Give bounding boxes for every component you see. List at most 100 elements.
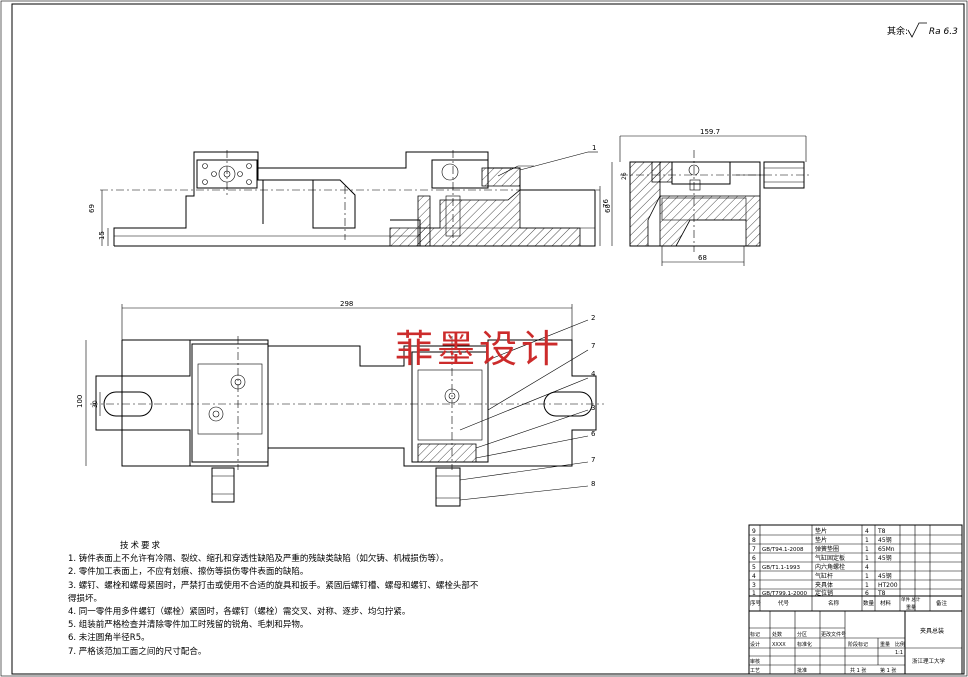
note-line: 7. 严格该范加工面之间的尺寸配合。 bbox=[68, 646, 207, 657]
bom-no: 7 bbox=[752, 546, 756, 553]
bom-name: 弹簧垫圈 bbox=[815, 545, 839, 553]
tb-count: 处数 bbox=[772, 631, 782, 638]
bom-code: GB/T799.1-2000 bbox=[762, 591, 807, 597]
tb-standard: 标准化 bbox=[797, 641, 812, 648]
balloon-2: 2 bbox=[591, 314, 595, 322]
balloon-7a: 7 bbox=[591, 342, 595, 350]
bom-no: 4 bbox=[752, 573, 756, 580]
dim-top-298: 298 bbox=[340, 300, 353, 308]
note-line: 2. 零件加工表面上，不应有划痕、擦伤等损伤零件表面的缺陷。 bbox=[68, 567, 309, 578]
dim-front-69: 69 bbox=[88, 204, 96, 213]
note-line: 6. 未注圆角半径R5。 bbox=[68, 633, 150, 644]
bom-header-qty: 数量 bbox=[863, 599, 875, 607]
tb-scale-label: 比例 bbox=[895, 641, 905, 648]
bom-mat: 45钢 bbox=[878, 554, 892, 562]
bom-table-lines bbox=[748, 524, 963, 612]
dim-side-26: 26 bbox=[621, 172, 628, 180]
bom-qty: 1 bbox=[865, 573, 869, 580]
dim-top-30: 30 bbox=[92, 400, 99, 408]
tb-approve: 批准 bbox=[797, 667, 807, 674]
bom-mat: 45钢 bbox=[878, 572, 892, 580]
bom-qty: 1 bbox=[865, 555, 869, 562]
tb-check: 审核 bbox=[750, 658, 760, 665]
tb-process: 工艺 bbox=[750, 668, 760, 674]
side-view bbox=[611, 135, 812, 266]
tb-change: 更改文件号 bbox=[821, 631, 846, 638]
roughness-symbol-icon bbox=[907, 22, 927, 38]
bom-no: 5 bbox=[752, 564, 756, 571]
tb-design-code: XXXX bbox=[772, 642, 786, 648]
leader-1 bbox=[519, 151, 589, 171]
balloon-6: 6 bbox=[591, 430, 596, 438]
note-line: 3. 螺钉、螺栓和螺母紧固时，严禁打击或使用不合适的旋具和扳手。紧固后螺钉槽、螺… bbox=[68, 580, 479, 591]
bom-qty: 1 bbox=[865, 537, 869, 544]
bom-header-weight: 重量 bbox=[906, 604, 916, 611]
bom-mat: T8 bbox=[877, 528, 886, 535]
dim-side-159: 159.7 bbox=[700, 128, 720, 136]
title-block-text: 标记 处数 分区 更改文件号 设计 XXXX 标准化 阶段标记 重量 比例 1:… bbox=[750, 627, 946, 674]
tb-stage: 阶段标记 bbox=[848, 641, 868, 648]
bom-header-unit: 单件 总计 bbox=[901, 596, 921, 603]
bom-qty: 4 bbox=[865, 564, 869, 571]
watermark: 菲墨设计 bbox=[395, 327, 564, 371]
balloon-4: 4 bbox=[591, 370, 596, 378]
tb-sheet-no: 第 1 张 bbox=[880, 667, 896, 674]
balloon-8: 8 bbox=[591, 480, 595, 488]
bom-no: 6 bbox=[752, 555, 756, 562]
bom-name: 垫片 bbox=[815, 536, 827, 544]
note-line: 4. 同一零件用多件螺钉（螺栓）紧固时，各螺钉（螺栓）需交叉、对称、逐步、均匀拧… bbox=[68, 607, 411, 618]
tb-scale: 1:1 bbox=[895, 650, 903, 656]
bom-name: 气缸杆 bbox=[815, 572, 833, 580]
bom-mat: HT200 bbox=[878, 582, 898, 589]
bom-name: 内六角螺栓 bbox=[815, 563, 845, 571]
bom-header-name: 名称 bbox=[828, 599, 840, 607]
bom-rows: 9 垫片 4 T8 8 垫片 1 45钢 7 GB/T94.1-2008 弹簧垫… bbox=[750, 527, 948, 611]
bom-no: 3 bbox=[752, 582, 756, 589]
bom-qty: 6 bbox=[865, 590, 869, 597]
dim-front-60: 60 bbox=[604, 204, 612, 213]
surface-roughness-note: 其余: Ra 6.3 bbox=[887, 24, 958, 37]
notes-title: 技术要求 bbox=[120, 541, 163, 551]
bom-qty: 1 bbox=[865, 582, 869, 589]
front-view bbox=[100, 150, 601, 247]
roughness-label: 其余: bbox=[887, 27, 909, 37]
bom-mat: 65Mn bbox=[878, 546, 895, 553]
bom-no: 1 bbox=[752, 590, 756, 597]
inner-border bbox=[11, 3, 965, 675]
bom-name: 垫片 bbox=[815, 527, 827, 535]
bom-code: GB/T1.1-1993 bbox=[762, 565, 800, 571]
bom-header-code: 代号 bbox=[778, 599, 790, 607]
bom-name: 气缸固定板 bbox=[815, 554, 845, 562]
bom-header-mat: 材料 bbox=[880, 599, 892, 607]
dim-top-100: 100 bbox=[76, 395, 84, 408]
roughness-value: Ra 6.3 bbox=[928, 27, 958, 37]
tb-mark: 标记 bbox=[750, 631, 760, 638]
tb-school: 浙江理工大学 bbox=[912, 657, 946, 665]
note-line: 5. 组装前严格检查并清除零件加工时残留的锐角、毛刺和异物。 bbox=[68, 620, 309, 631]
dim-front-15: 15 bbox=[98, 231, 106, 240]
bom-header-no: 序号 bbox=[750, 599, 762, 607]
dim-side-76: 76 bbox=[602, 199, 610, 208]
bom-no: 8 bbox=[752, 537, 756, 544]
bom-name: 定位销 bbox=[815, 589, 833, 597]
balloon-1: 1 bbox=[592, 144, 596, 152]
bom-mat: 45钢 bbox=[878, 536, 892, 544]
bom-code: GB/T94.1-2008 bbox=[762, 547, 804, 553]
technical-requirements: 技术要求 1. 铸件表面上不允许有冷隔、裂纹、缩孔和穿透性缺陷及严重的残缺类缺陷… bbox=[68, 540, 608, 659]
title-block-lines bbox=[748, 610, 963, 675]
dim-side-68: 68 bbox=[698, 254, 707, 262]
top-view bbox=[85, 304, 604, 507]
bom-qty: 4 bbox=[865, 528, 869, 535]
balloon-7b: 7 bbox=[591, 456, 595, 464]
tb-zone: 分区 bbox=[797, 631, 807, 638]
tb-weight: 重量 bbox=[880, 641, 890, 648]
tb-design: 设计 bbox=[750, 641, 760, 648]
note-line: 1. 铸件表面上不允许有冷隔、裂纹、缩孔和穿透性缺陷及严重的残缺类缺陷（如欠铸、… bbox=[68, 554, 449, 565]
tb-drawing-name: 夹具总装 bbox=[920, 627, 944, 635]
bom-no: 9 bbox=[752, 528, 756, 535]
tb-sheets: 共 1 张 bbox=[850, 667, 866, 674]
balloon-leaders bbox=[459, 319, 589, 501]
balloon-3: 3 bbox=[591, 404, 595, 412]
